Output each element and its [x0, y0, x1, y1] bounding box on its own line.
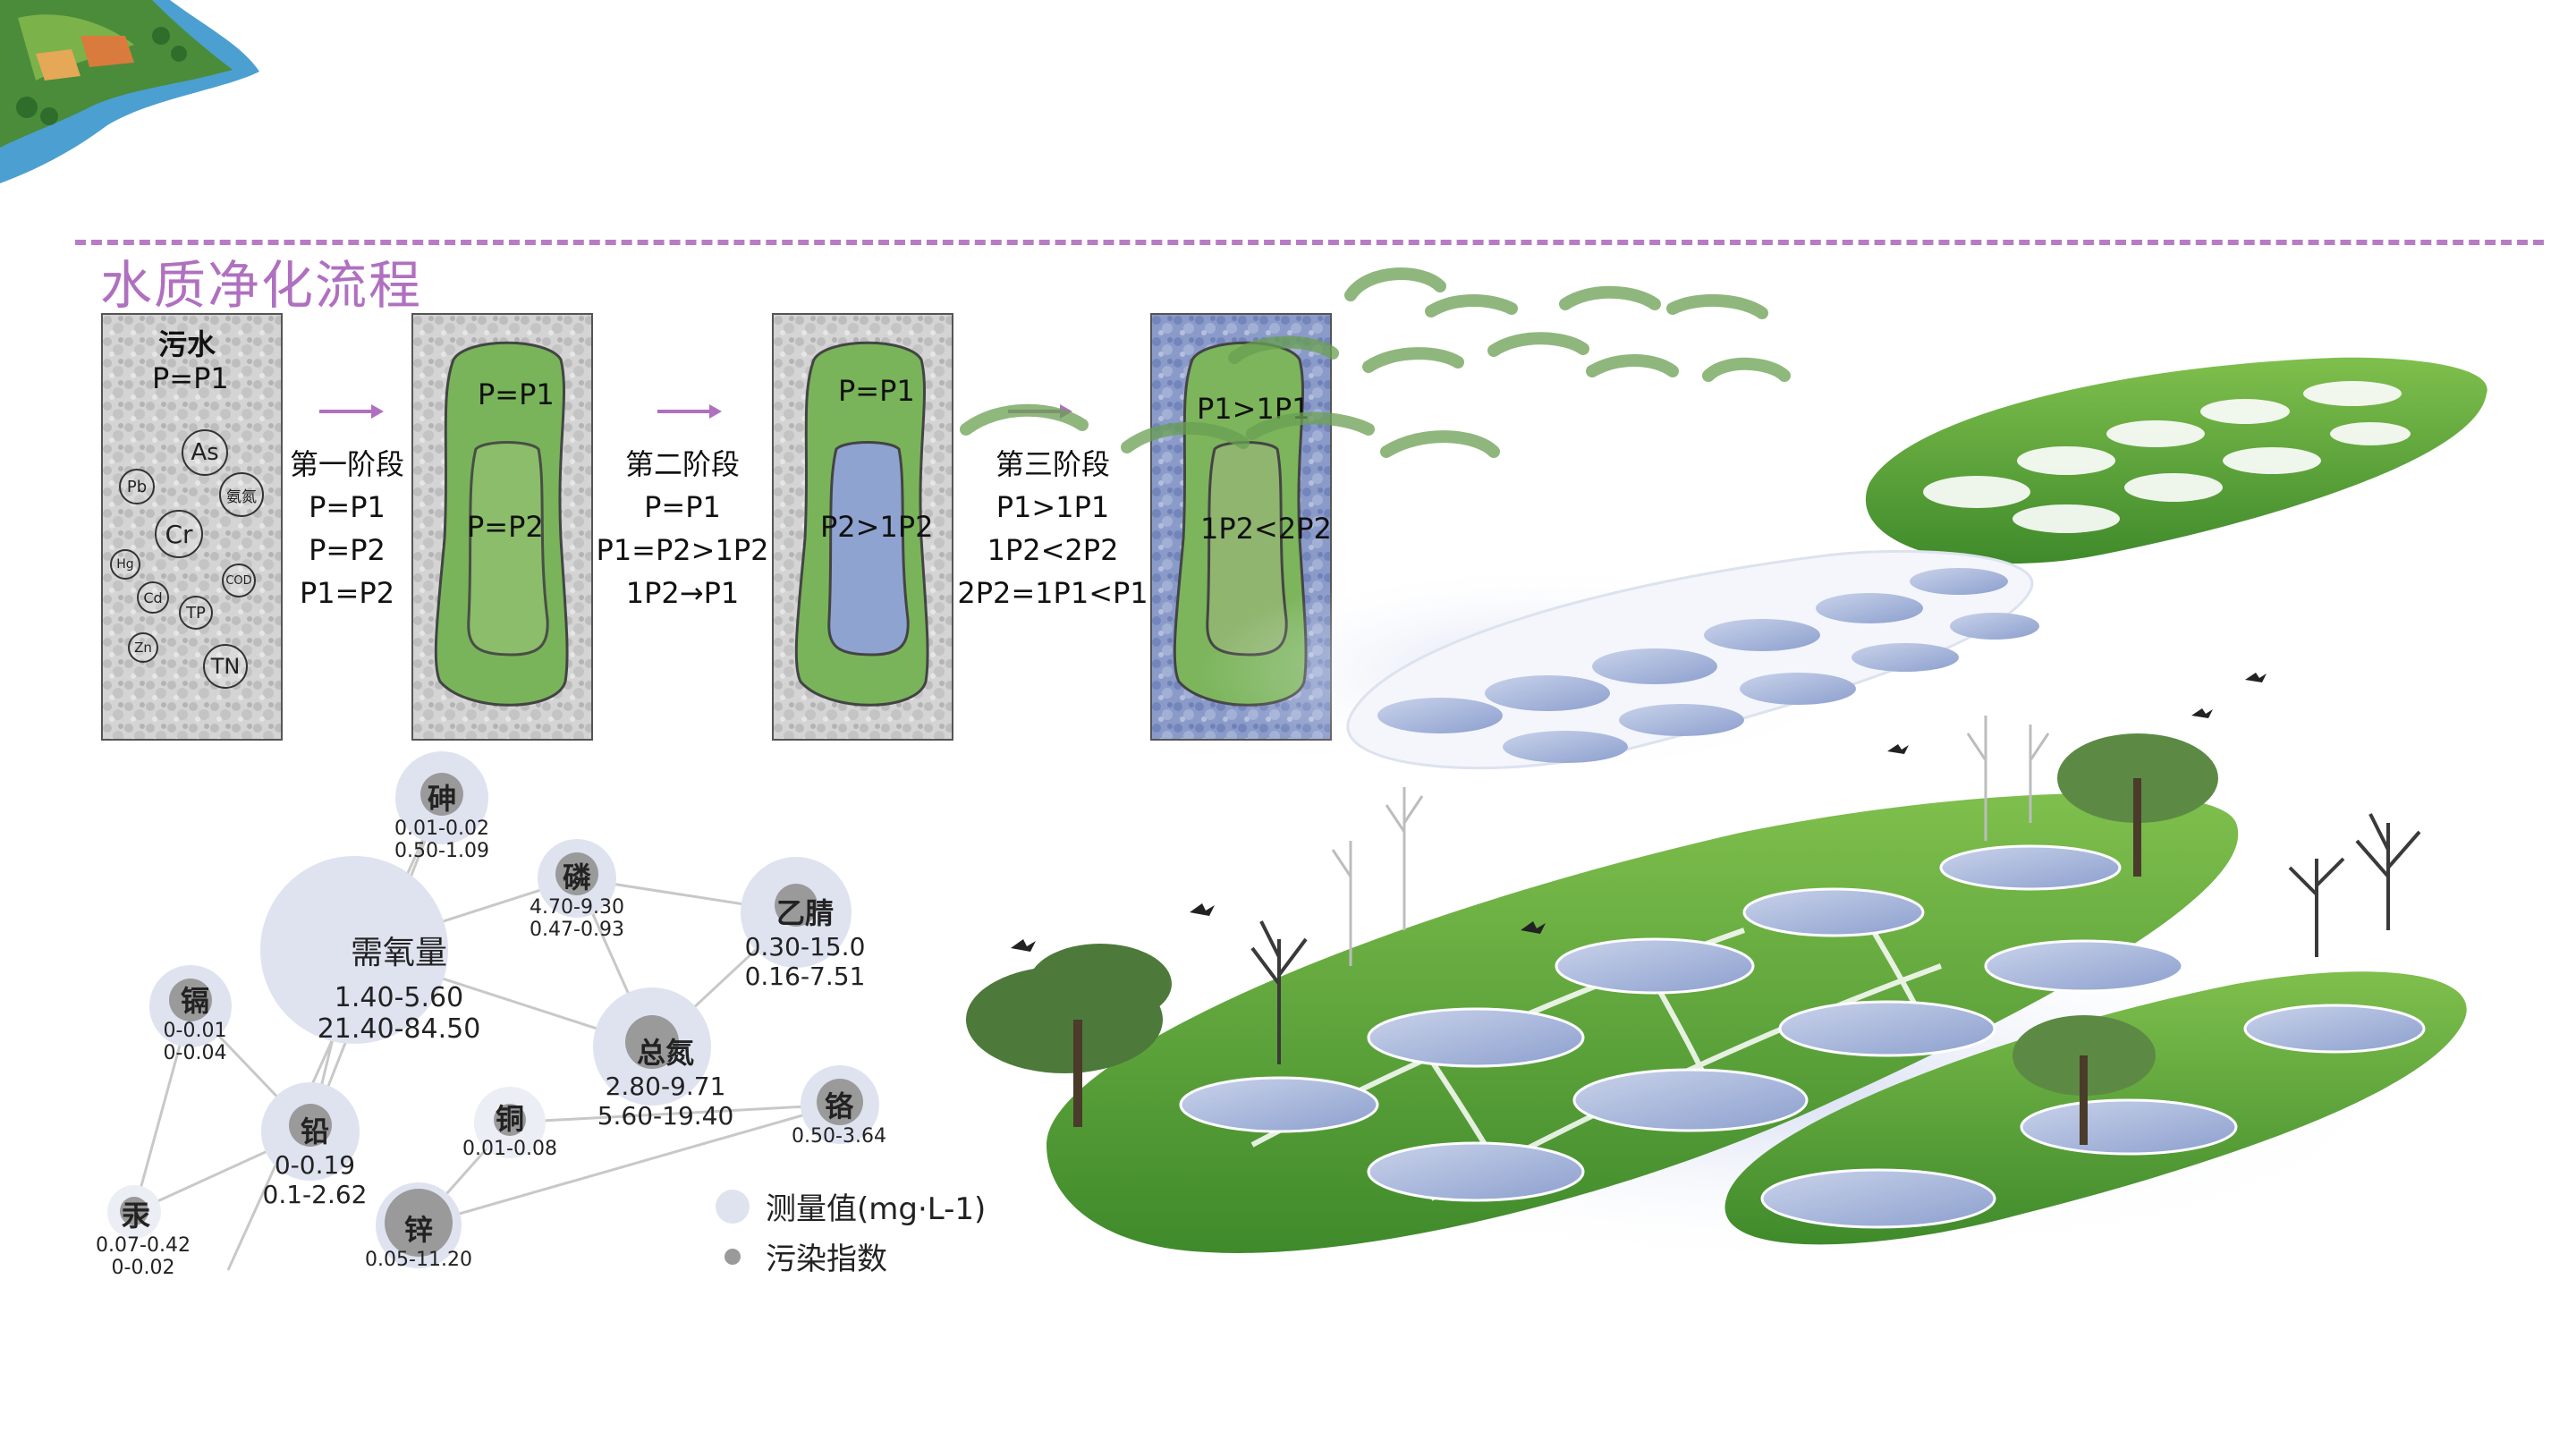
- node-lead-name: 铅: [300, 1114, 329, 1148]
- node-copper-v1: 0.01-0.08: [462, 1138, 557, 1160]
- node-chromium-v1: 0.50-3.64: [792, 1125, 886, 1148]
- wetland-trees: [966, 716, 2421, 1145]
- node-acetonitrile: 乙腈 0.30-15.0 0.16-7.51: [733, 891, 877, 991]
- pollutant-tp: TP: [179, 596, 213, 630]
- pollutant-cd: Cd: [137, 581, 169, 614]
- pollutant-ammonia: 氨氮: [219, 472, 264, 517]
- node-zinc: 锌 0.05-11.20: [365, 1208, 472, 1271]
- panel-stage-1-inner-label: P=P2: [467, 510, 544, 544]
- layer-green-plates: [1865, 357, 2487, 564]
- node-mercury: 汞 0.07-0.42 0-0.02: [89, 1193, 197, 1279]
- stage-3-label: 第三阶段: [995, 447, 1110, 481]
- wetland-axonometric-illustration: [960, 267, 2487, 1270]
- panel-stage-3-inner-label: 1P2<2P2: [1200, 512, 1332, 546]
- panel-stage-2-inner-label: P2>1P2: [820, 510, 934, 544]
- pollutant-pb: Pb: [119, 469, 155, 504]
- stage-1-text: 第一阶段 P=P1 P=P2 P1=P2: [283, 443, 411, 614]
- node-total-nitrogen-name: 总氮: [636, 1036, 694, 1070]
- node-lead-v2: 0.1-2.62: [262, 1180, 368, 1209]
- stage-3-text: 第三阶段 P1>1P1 1P2<2P2 2P2=1P1<P1: [955, 443, 1150, 614]
- node-total-nitrogen: 总氮 2.80-9.71 5.60-19.40: [594, 1030, 737, 1131]
- node-phosphorus-name: 磷: [562, 860, 591, 894]
- node-phosphorus-v2: 0.47-0.93: [530, 919, 624, 941]
- panel-stage-2-outer-label: P=P1: [838, 374, 915, 408]
- node-mercury-name: 汞: [122, 1199, 151, 1233]
- stage-3-line-1: P1>1P1: [996, 490, 1110, 524]
- stage-2-line-1: P=P1: [644, 490, 721, 524]
- node-zinc-v1: 0.05-11.20: [365, 1249, 472, 1271]
- node-zinc-name: 锌: [403, 1213, 433, 1247]
- panel-stage-2: P=P1 P2>1P2: [772, 313, 953, 741]
- stage-2-text: 第二阶段 P=P1 P1=P2>1P2 1P2→P1: [593, 443, 772, 614]
- section-title: 水质净化流程: [100, 255, 423, 316]
- stage-1-line-3: P1=P2: [299, 576, 395, 610]
- node-lead: 铅 0-0.19 0.1-2.62: [261, 1109, 369, 1209]
- node-mercury-v1: 0.07-0.42: [96, 1234, 191, 1257]
- node-lead-v1: 0-0.19: [274, 1150, 356, 1180]
- panel-stage-1-graphic: [413, 315, 591, 739]
- dashed-divider: [75, 240, 2544, 245]
- node-oxygen-demand: 需氧量 1.40-5.60 21.40-84.50: [309, 927, 488, 1045]
- stage-1-label: 第一阶段: [289, 447, 404, 481]
- node-total-nitrogen-v1: 2.80-9.71: [605, 1072, 726, 1101]
- node-copper-name: 铜: [495, 1102, 524, 1136]
- node-oxygen-demand-v1: 1.40-5.60: [334, 982, 464, 1013]
- node-chromium-name: 铬: [824, 1089, 853, 1123]
- node-mercury-v2: 0-0.02: [111, 1257, 175, 1279]
- legend-index-label: 污染指数: [766, 1241, 887, 1277]
- legend-measured-swatch: [716, 1189, 750, 1224]
- node-cadmium-v2: 0-0.04: [163, 1042, 227, 1064]
- panel-sewage-heading: 污水: [158, 327, 216, 361]
- node-oxygen-demand-v2: 21.40-84.50: [317, 1013, 481, 1045]
- node-chromium: 铬 0.50-3.64: [785, 1084, 893, 1148]
- pollutant-tn: TN: [203, 644, 248, 689]
- node-cadmium-name: 镉: [180, 984, 209, 1018]
- flow-arrow-1: [319, 404, 384, 419]
- pollutant-as: As: [182, 429, 228, 476]
- node-phosphorus-v1: 4.70-9.30: [530, 896, 624, 919]
- pollutant-network-diagram: [107, 751, 879, 1271]
- legend-index-swatch: [724, 1248, 741, 1265]
- flying-birds: [1011, 673, 2267, 952]
- node-cadmium: 镉 0-0.01 0-0.04: [141, 979, 249, 1064]
- panel-sewage: 污水 P=P1 As Pb 氨氮 Cr Hg COD Cd TP Zn TN: [101, 313, 283, 741]
- layer-water-plates: [1199, 549, 2039, 778]
- node-acetonitrile-name: 乙腈: [775, 896, 834, 930]
- stage-3-line-2: 1P2<2P2: [987, 533, 1119, 567]
- node-arsenic-v2: 0.50-1.09: [394, 840, 489, 862]
- node-copper: 铜 0.01-0.08: [456, 1097, 564, 1160]
- panel-sewage-equation: P=P1: [152, 361, 229, 395]
- stage-2-label: 第二阶段: [624, 447, 740, 481]
- node-arsenic-name: 砷: [427, 782, 456, 816]
- node-oxygen-demand-name: 需氧量: [350, 935, 447, 971]
- stage-2-line-3: 1P2→P1: [625, 576, 740, 610]
- pollutant-hg: Hg: [110, 549, 140, 580]
- network-index-dots: [120, 773, 863, 1257]
- flow-arrow-2: [657, 404, 722, 419]
- node-arsenic-v1: 0.01-0.02: [394, 818, 489, 840]
- corner-landscape-illustration: [0, 0, 259, 183]
- stage-1-line-1: P=P1: [309, 490, 386, 524]
- legend-measured: 测量值(mg·L-1): [716, 1184, 986, 1228]
- node-cadmium-v1: 0-0.01: [163, 1020, 227, 1042]
- node-total-nitrogen-v2: 5.60-19.40: [597, 1101, 734, 1131]
- pollutant-cod: COD: [222, 564, 256, 597]
- node-phosphorus: 磷 4.70-9.30 0.47-0.93: [514, 855, 640, 941]
- legend-measured-label: 测量值(mg·L-1): [766, 1191, 987, 1227]
- legend-index: 污染指数: [716, 1234, 887, 1278]
- pollutant-cr: Cr: [155, 510, 203, 558]
- node-acetonitrile-v1: 0.30-15.0: [744, 932, 866, 962]
- layer-wetland-base: [966, 673, 2467, 1270]
- stage-1-line-2: P=P2: [309, 533, 386, 567]
- stage-3-line-3: 2P2=1P1<P1: [957, 576, 1148, 610]
- panel-stage-1: P=P1 P=P2: [411, 313, 593, 741]
- panel-stage-1-outer-label: P=P1: [478, 377, 555, 411]
- panel-stage-2-graphic: [774, 315, 952, 739]
- node-acetonitrile-v2: 0.16-7.51: [744, 962, 866, 991]
- stage-2-line-2: P1=P2>1P2: [596, 533, 769, 567]
- layer-sketch-rings: [960, 267, 1791, 458]
- pollutant-zn: Zn: [128, 632, 158, 663]
- node-arsenic: 砷 0.01-0.02 0.50-1.09: [379, 776, 504, 862]
